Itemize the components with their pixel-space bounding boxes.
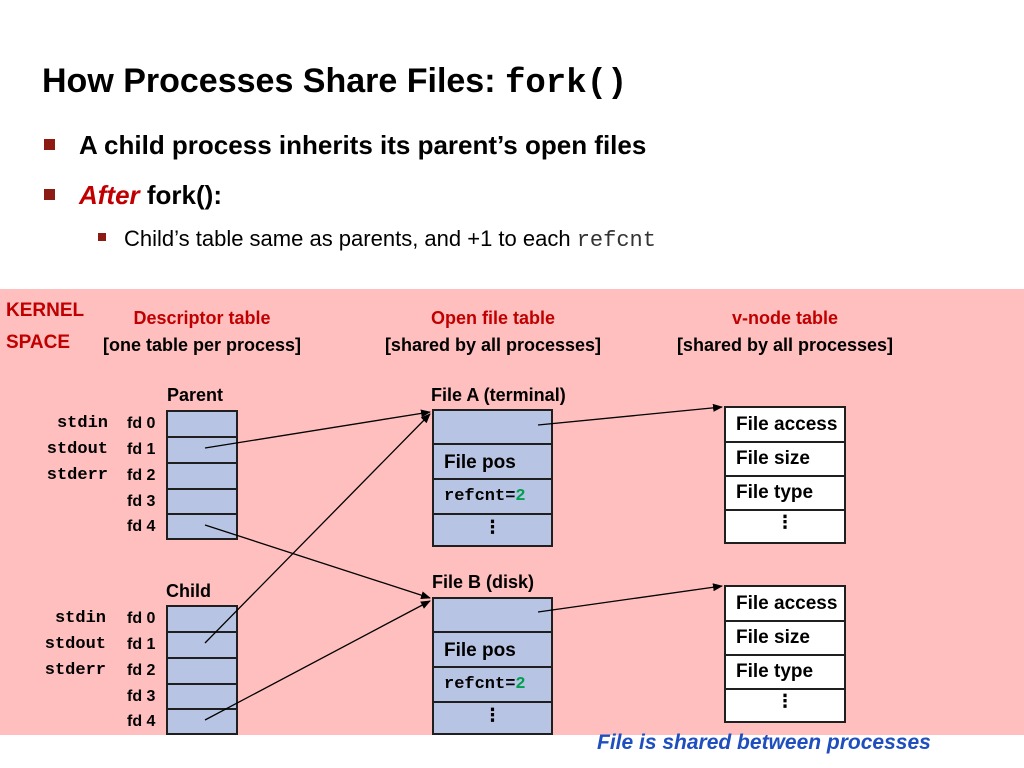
page-title-text: How Processes Share Files: [42,62,505,100]
vnode-a-file-size: File size [736,448,810,469]
table-divider [726,441,844,443]
parent-descriptor-table [166,410,238,540]
descriptor-table-subheader: [one table per process] [102,335,302,355]
kernel-label-line1: KERNEL [6,300,85,321]
file-a-refcnt-value: 2 [515,487,526,506]
child-fd-0-label: fd 0 [127,610,156,627]
sub-bullet-text: Child’s table same as parents, and +1 to… [124,226,577,251]
sub-bullet-refcnt: Child’s table same as parents, and +1 to… [98,226,656,253]
page-title-code: fork() [504,65,628,103]
child-fd-1-label: fd 1 [127,636,156,653]
parent-stream-stdin: stdin [56,414,108,433]
vnode-b-file-type: File type [736,661,814,682]
sub-bullet-code: refcnt [576,228,656,253]
table-divider [726,654,844,656]
table-divider [434,666,551,668]
table-divider [434,701,551,703]
open-file-table-subheader: [shared by all processes] [384,335,602,355]
ellipsis-icon: ⋮ [776,512,794,532]
parent-stream-stderr: stderr [46,466,108,485]
table-divider [168,683,236,685]
table-divider [726,509,844,511]
file-b-entry: File pos refcnt=2 ⋮ [432,597,553,735]
table-divider [726,688,844,690]
vnode-table-header: v-node table [731,308,838,328]
bullet-after-text: fork(): [139,180,222,210]
vnode-b-file-size: File size [736,627,810,648]
child-stream-stdout: stdout [44,635,106,654]
vnode-b-file-access: File access [736,593,838,614]
ellipsis-icon: ⋮ [776,691,794,711]
square-bullet-icon [44,138,55,150]
kernel-label-line2: SPACE [6,332,71,353]
file-b-refcnt: refcnt=2 [444,675,526,694]
file-b-label: File B (disk) [432,572,535,592]
child-fd-4-label: fd 4 [127,713,156,730]
descriptor-table-header: Descriptor table [133,308,271,328]
open-file-table-header: Open file table [430,308,556,328]
table-divider [434,478,551,480]
bullet-inherit: A child process inherits its parent’s op… [44,130,646,161]
ellipsis-icon: ⋮ [483,517,502,537]
vnode-a-file-access: File access [736,414,838,435]
child-stream-stdin: stdin [54,609,106,628]
child-fd-3-label: fd 3 [127,688,156,705]
square-sub-bullet-icon [98,233,106,242]
vnode-b-entry: File access File size File type ⋮ [724,585,846,723]
page-title: How Processes Share Files: fork() [42,62,627,103]
table-divider [168,436,236,438]
table-divider [168,657,236,659]
bullet-inherit-text: A child process inherits its parent’s op… [79,130,647,160]
parent-fd-0-label: fd 0 [127,415,156,432]
table-divider [168,513,236,515]
parent-fd-3-label: fd 3 [127,493,156,510]
file-a-refcnt-label: refcnt= [444,487,516,506]
bullet-after-emphasis: After [79,180,140,210]
file-b-refcnt-label: refcnt= [444,675,516,694]
vnode-table-subheader: [shared by all processes] [676,335,894,355]
vnode-a-entry: File access File size File type ⋮ [724,406,846,544]
child-descriptor-table [166,605,238,735]
table-divider [168,488,236,490]
file-a-label: File A (terminal) [431,385,566,405]
file-a-pos: File pos [444,452,516,473]
table-divider [434,443,551,445]
child-label: Child [166,581,211,601]
parent-fd-1-label: fd 1 [127,441,156,458]
file-a-entry: File pos refcnt=2 ⋮ [432,409,553,547]
footer-caption: File is shared between processes [597,731,931,754]
table-divider [168,631,236,633]
file-b-refcnt-value: 2 [515,675,526,694]
table-divider [168,708,236,710]
square-bullet-icon [44,188,55,200]
file-b-pos: File pos [444,640,516,661]
parent-fd-2-label: fd 2 [127,467,156,484]
parent-fd-4-label: fd 4 [127,518,156,535]
child-stream-stderr: stderr [44,661,106,680]
parent-label: Parent [167,385,224,405]
table-divider [726,620,844,622]
bullet-after-fork: After fork(): [44,180,222,211]
ellipsis-icon: ⋮ [483,705,502,725]
table-divider [434,513,551,515]
table-divider [434,631,551,633]
vnode-a-file-type: File type [736,482,814,503]
table-divider [168,462,236,464]
table-divider [726,475,844,477]
parent-stream-stdout: stdout [46,440,108,459]
file-a-refcnt: refcnt=2 [444,487,526,506]
child-fd-2-label: fd 2 [127,662,156,679]
